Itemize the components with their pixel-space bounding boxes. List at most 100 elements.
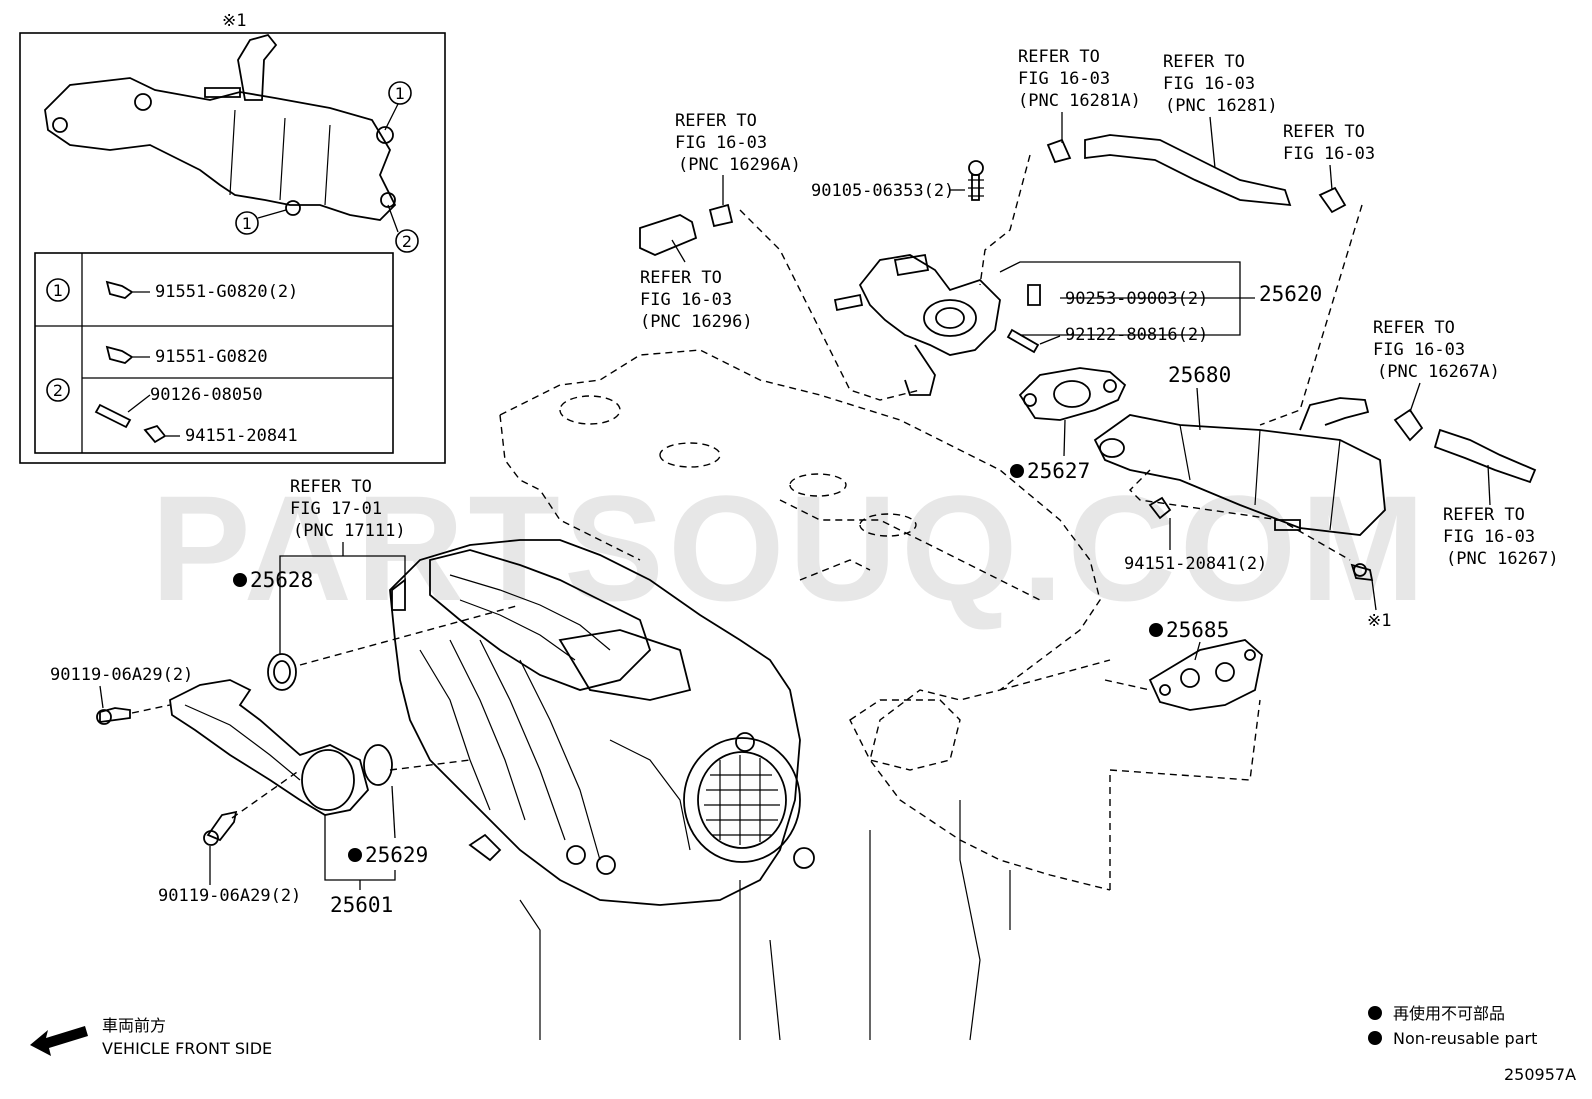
inset-callout-label: 1 — [395, 84, 405, 103]
inset-note-mark: ※1 — [222, 11, 246, 31]
svg-text:90253-09003(2): 90253-09003(2) — [1065, 289, 1208, 309]
refer-label-16296: REFER TO FIG 16-03 (PNC 16296) — [640, 239, 753, 332]
svg-text:(PNC 16296): (PNC 16296) — [640, 312, 753, 332]
refer-label-16281: REFER TO FIG 16-03 (PNC 16281) — [1163, 52, 1278, 169]
egr-valve — [833, 160, 1001, 396]
part-label-25680: 25680 — [1168, 363, 1231, 431]
water-pipe-25601 — [169, 653, 393, 816]
legend-jp: 再使用不可部品 — [1393, 1004, 1505, 1023]
intake-manifold — [389, 539, 815, 906]
svg-text:REFER TO: REFER TO — [1443, 505, 1525, 525]
svg-text:90105-06353(2): 90105-06353(2) — [811, 181, 954, 201]
svg-text:REFER TO: REFER TO — [1018, 47, 1100, 67]
direction-en: VEHICLE FRONT SIDE — [102, 1039, 272, 1058]
refer-label-fig-16-03: REFER TO FIG 16-03 — [1283, 122, 1375, 191]
direction-jp: 車両前方 — [102, 1016, 166, 1035]
nut-icon — [143, 424, 167, 444]
inset-table — [34, 252, 394, 454]
inset-callout-1b — [235, 211, 259, 235]
part-label-90105: 90105-06353(2) — [811, 181, 965, 201]
figure-id: 250957A — [1504, 1065, 1576, 1084]
inset-callout-1a — [388, 81, 412, 105]
table-key-2 — [46, 378, 70, 402]
part-label-25628: 25628 — [233, 568, 313, 592]
svg-text:FIG 16-03: FIG 16-03 — [1283, 144, 1375, 164]
svg-text:90119-06A29(2): 90119-06A29(2) — [158, 886, 301, 906]
bolts-90119 — [96, 707, 238, 846]
part-label-25685: 25685 — [1149, 618, 1229, 661]
part-label-90253: 90253-09003(2) — [1065, 289, 1208, 309]
table-part: 94151-20841 — [185, 426, 298, 446]
svg-text:(PNC 16267A): (PNC 16267A) — [1377, 362, 1500, 382]
svg-text:REFER TO: REFER TO — [1163, 52, 1245, 72]
table-key-2-label: 2 — [53, 381, 63, 400]
egr-fasteners — [1006, 284, 1041, 354]
svg-text:25627: 25627 — [1027, 459, 1090, 483]
arrow-left-icon — [30, 1026, 88, 1056]
inset-panel: ※1 1 1 2 1 2 91551-G0820(2 — [19, 11, 446, 464]
inset-callout-label: 1 — [242, 214, 252, 233]
non-reusable-marker — [348, 848, 362, 862]
inset-callout-label: 2 — [402, 232, 412, 251]
svg-text:※1: ※1 — [1367, 611, 1391, 631]
svg-text:FIG 16-03: FIG 16-03 — [1443, 527, 1535, 547]
svg-text:FIG 17-01: FIG 17-01 — [290, 499, 382, 519]
svg-text:(PNC 16267): (PNC 16267) — [1446, 549, 1559, 569]
legend-dot — [1368, 1006, 1382, 1020]
legend-dot — [1368, 1031, 1382, 1045]
svg-text:REFER TO: REFER TO — [290, 477, 372, 497]
refer-label-16267: REFER TO FIG 16-03 (PNC 16267) — [1443, 464, 1559, 569]
refer-label-16296A: REFER TO FIG 16-03 (PNC 16296A) — [675, 111, 801, 205]
part-label-25601: 25601 — [324, 815, 396, 917]
refer-label-17111: REFER TO FIG 17-01 (PNC 17111) — [279, 477, 406, 655]
refer-label-16267A: REFER TO FIG 16-03 (PNC 16267A) — [1373, 318, 1500, 413]
non-reusable-marker — [233, 573, 247, 587]
egr-cooler — [1093, 397, 1386, 536]
svg-text:25685: 25685 — [1166, 618, 1229, 642]
inset-callout-2 — [395, 229, 419, 253]
part-label-92122: 92122-80816(2) — [1039, 325, 1208, 345]
svg-text:(PNC 16281): (PNC 16281) — [1165, 96, 1278, 116]
part-label-note-mark: ※1 — [1367, 579, 1391, 631]
table-part: 91551-G0820 — [155, 347, 268, 367]
non-reusable-marker — [1010, 464, 1024, 478]
table-part: 90126-08050 — [150, 385, 263, 405]
legend: 再使用不可部品 Non-reusable part — [1368, 1004, 1537, 1048]
svg-text:25680: 25680 — [1168, 363, 1231, 387]
bolt-icon — [105, 345, 134, 364]
stud-icon — [94, 403, 132, 429]
svg-text:FIG 16-03: FIG 16-03 — [1373, 340, 1465, 360]
svg-text:25620: 25620 — [1259, 282, 1322, 306]
watermark: PARTSOUQ.COM — [151, 464, 1430, 632]
bolt-icon — [105, 280, 134, 299]
part-label-90119-upper: 90119-06A29(2) — [50, 665, 193, 709]
svg-text:REFER TO: REFER TO — [640, 268, 722, 288]
svg-text:REFER TO: REFER TO — [1373, 318, 1455, 338]
refer-label-16281A: REFER TO FIG 16-03 (PNC 16281A) — [1018, 47, 1141, 143]
svg-text:REFER TO: REFER TO — [1283, 122, 1365, 142]
svg-text:(PNC 16296A): (PNC 16296A) — [678, 155, 801, 175]
part-label-25629: 25629 — [348, 785, 428, 867]
svg-text:FIG 16-03: FIG 16-03 — [675, 133, 767, 153]
svg-text:25629: 25629 — [365, 843, 428, 867]
legend-en: Non-reusable part — [1393, 1029, 1537, 1048]
hoses — [639, 134, 1537, 484]
gasket-25685 — [1148, 639, 1263, 711]
svg-text:92122-80816(2): 92122-80816(2) — [1065, 325, 1208, 345]
part-label-94151: 94151-20841(2) — [1124, 518, 1267, 574]
part-label-90119-lower: 90119-06A29(2) — [158, 846, 301, 906]
svg-text:94151-20841(2): 94151-20841(2) — [1124, 554, 1267, 574]
svg-text:REFER TO: REFER TO — [675, 111, 757, 131]
svg-text:(PNC 17111): (PNC 17111) — [293, 521, 406, 541]
table-part: 91551-G0820(2) — [155, 282, 298, 302]
part-label-25627: 25627 — [1010, 419, 1090, 483]
engine-block-outline — [499, 349, 1111, 1041]
part-label-25620: 25620 — [999, 261, 1322, 336]
inset-egr-sketch — [44, 33, 397, 221]
svg-text:FIG 16-03: FIG 16-03 — [1163, 74, 1255, 94]
non-reusable-marker — [1149, 623, 1163, 637]
svg-text:(PNC 16281A): (PNC 16281A) — [1018, 91, 1141, 111]
svg-text:FIG 16-03: FIG 16-03 — [1018, 69, 1110, 89]
vehicle-front-indicator: 車両前方 VEHICLE FRONT SIDE — [30, 1016, 272, 1058]
